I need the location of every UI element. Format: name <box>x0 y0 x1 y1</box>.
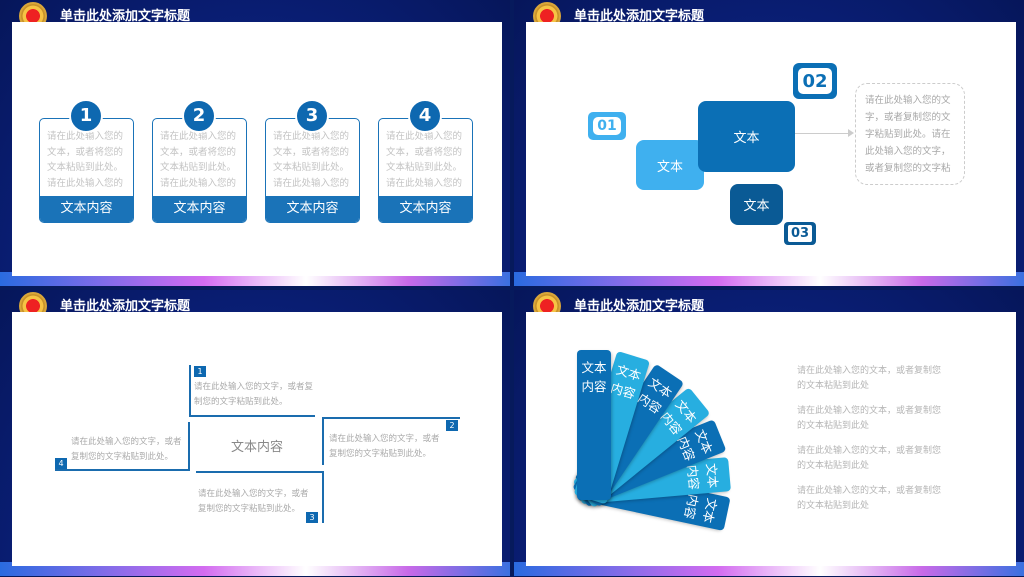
step-number: 4 <box>408 99 442 133</box>
text-line: 的文本粘贴到此处 <box>797 381 870 391</box>
text-line: 请在此处输入您的 <box>160 131 237 142</box>
card-body: 请在此处输入您的文本，或者将您的文本粘贴到此处。请在此处输入您的 <box>160 129 242 191</box>
text-line: 请在此处输入您的文本，或者复制您 <box>797 446 942 456</box>
line <box>196 471 324 473</box>
text-line: 文本粘贴到此处。 <box>160 162 237 173</box>
step-card: 请在此处输入您的文本，或者将您的文本粘贴到此处。请在此处输入您的文本内容 <box>152 118 247 223</box>
text-line: 请在此处输入您的文本，或者复制您 <box>797 366 942 376</box>
step-number: 1 <box>69 99 103 133</box>
step-card: 请在此处输入您的文本，或者将您的文本粘贴到此处。请在此处输入您的文本内容 <box>265 118 360 223</box>
text-line: 制您的文字粘贴到此处。 <box>194 397 288 407</box>
card-label: 文本内容 <box>266 196 359 222</box>
item-1-text: 请在此处输入您的文字，或者复制您的文字粘贴到此处。 <box>194 380 313 410</box>
paragraph: 请在此处输入您的文本，或者复制您的文本粘贴到此处 <box>797 484 941 514</box>
text-line: 请在此处输入您的 <box>47 131 124 142</box>
description-box: 请在此处输入您的文字，或者复制您的文字粘贴到此处。请在此处输入您的文字， 或者复制… <box>855 83 965 185</box>
text-line: 文本，或者将您的 <box>47 146 124 158</box>
item-3-number: 3 <box>306 512 318 523</box>
text-line: 请在此处输入您的 <box>160 177 237 189</box>
card-label: 文本内容 <box>153 196 246 222</box>
arrow-head <box>848 129 854 137</box>
step-number: 2 <box>182 99 216 133</box>
line <box>322 471 324 523</box>
slide-title: 单击此处添加文字标题 <box>574 9 705 24</box>
badge-01: 01 <box>593 117 621 135</box>
text-line: 请在此处输入您的文本，或者复制您 <box>797 486 942 496</box>
line <box>188 422 190 470</box>
item-4-number: 4 <box>55 458 67 469</box>
text-line: 请在此处输入您的文字，或者 <box>329 434 440 444</box>
step-card: 请在此处输入您的文本，或者将您的文本粘贴到此处。请在此处输入您的文本内容 <box>378 118 473 223</box>
fan-blade-label: 文本内容 <box>581 360 607 394</box>
item-1-number: 1 <box>194 366 206 377</box>
text-line: 字，或者复制您的文 <box>865 112 951 123</box>
text-line: 文本粘贴到此处。 <box>386 162 463 173</box>
text-line: 文本粘贴到此处。 <box>273 162 350 173</box>
slide-title: 单击此处添加文字标题 <box>60 299 191 314</box>
item-3-text: 请在此处输入您的文字，或者复制您的文字粘贴到此处。 <box>198 487 309 517</box>
card-label: 文本内容 <box>40 196 133 222</box>
paragraph-list: 请在此处输入您的文本，或者复制您的文本粘贴到此处请在此处输入您的文本，或者复制您… <box>797 364 941 524</box>
text-line: 文本，或者将您的 <box>273 146 350 158</box>
text-line: 的文本粘贴到此处 <box>797 461 870 471</box>
item-2-number: 2 <box>446 420 458 431</box>
line <box>55 469 190 471</box>
card-body: 请在此处输入您的文本，或者将您的文本粘贴到此处。请在此处输入您的 <box>386 129 468 191</box>
line <box>189 415 315 417</box>
slide-title: 单击此处添加文字标题 <box>574 299 705 314</box>
slide-3-thumbnail[interactable]: 单击此处添加文字标题 文本内容 1 2 3 4 请在此处输入您的文字，或者复制您… <box>0 290 510 576</box>
step-number: 3 <box>295 99 329 133</box>
text-line: 文本，或者将您的 <box>386 146 463 158</box>
text-line: 请在此处输入您的文 <box>865 95 951 106</box>
text-line: 请在此处输入您的 <box>47 177 124 189</box>
box-text-2: 文本 <box>698 101 795 172</box>
text-line: 请在此处输入您的 <box>273 131 350 142</box>
slide-title: 单击此处添加文字标题 <box>60 9 191 24</box>
fan-blade: 文本内容 <box>577 350 611 500</box>
paragraph: 请在此处输入您的文本，或者复制您的文本粘贴到此处 <box>797 364 941 394</box>
card-body: 请在此处输入您的文本，或者将您的文本粘贴到此处。请在此处输入您的 <box>47 129 129 191</box>
text-line: 请在此处输入您的文字，或者 <box>71 437 182 447</box>
text-line: 请在此处输入您的文本，或者复制您 <box>797 406 942 416</box>
slide-4-thumbnail[interactable]: 单击此处添加文字标题 文本内容文本内容文本内容文本内容文本内容文本内容文本内容 … <box>514 290 1024 576</box>
text-line: 请在此处输入您的 <box>386 177 463 189</box>
box-text-1: 文本 <box>636 140 704 190</box>
card-label: 文本内容 <box>379 196 472 222</box>
slide-2-thumbnail[interactable]: 单击此处添加文字标题 01 文本 文本 02 文本 03 请在此处输入您的文字，… <box>514 0 1024 286</box>
line <box>322 417 324 465</box>
box-text-3: 文本 <box>730 184 783 225</box>
paragraph: 请在此处输入您的文本，或者复制您的文本粘贴到此处 <box>797 444 941 474</box>
text-line: 字粘贴到此处。请在 <box>865 129 951 140</box>
text-line: 此处输入您的文字， <box>865 146 951 157</box>
text-line: 的文本粘贴到此处 <box>797 501 870 511</box>
line <box>322 417 460 419</box>
text-line: 复制您的文字粘贴到此处。 <box>198 504 301 514</box>
item-4-text: 请在此处输入您的文字，或者复制您的文字粘贴到此处。 <box>71 435 182 465</box>
text-line: 的文本粘贴到此处 <box>797 421 870 431</box>
content-panel <box>12 312 502 566</box>
text-line: 请在此处输入您的文字，或者 <box>198 489 309 499</box>
slide-1-thumbnail[interactable]: 单击此处添加文字标题 请在此处输入您的文本，或者将您的文本粘贴到此处。请在此处输… <box>0 0 510 286</box>
card-body: 请在此处输入您的文本，或者将您的文本粘贴到此处。请在此处输入您的 <box>273 129 355 191</box>
item-2-text: 请在此处输入您的文字，或者复制您的文字粘贴到此处。 <box>329 432 440 462</box>
text-line: 文本，或者将您的 <box>160 146 237 158</box>
text-line: 请在此处输入您的 <box>386 131 463 142</box>
badge-03: 03 <box>788 225 812 242</box>
text-line: 复制您的文字粘贴到此处。 <box>329 449 432 459</box>
line <box>189 365 191 417</box>
text-line: 请在此处输入您的文字，或者复 <box>194 382 314 392</box>
arrow-line <box>795 133 850 134</box>
step-card: 请在此处输入您的文本，或者将您的文本粘贴到此处。请在此处输入您的文本内容 <box>39 118 134 223</box>
text-line: 文本粘贴到此处。 <box>47 162 124 173</box>
center-label: 文本内容 <box>231 440 284 455</box>
text-line: 复制您的文字粘贴到此处。 <box>71 452 174 462</box>
paragraph: 请在此处输入您的文本，或者复制您的文本粘贴到此处 <box>797 404 941 434</box>
badge-02: 02 <box>798 68 832 94</box>
text-line: 或者复制您的文字粘 <box>865 163 951 174</box>
text-line: 请在此处输入您的 <box>273 177 350 189</box>
